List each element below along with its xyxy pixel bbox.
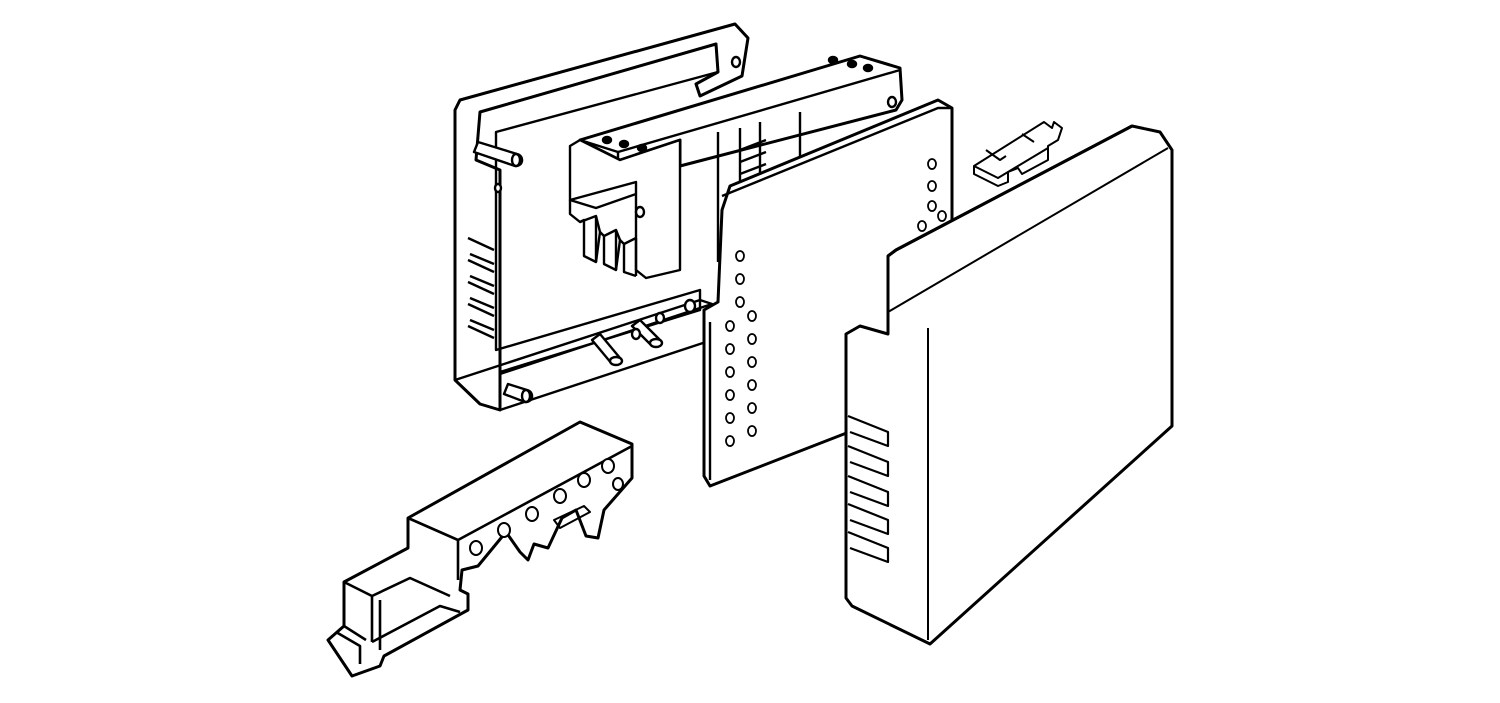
frame-pin bbox=[504, 384, 532, 402]
upper-terminal-block-part bbox=[570, 56, 902, 278]
frame-pin bbox=[474, 142, 522, 166]
bus-connector-part bbox=[974, 122, 1062, 186]
frame-part bbox=[455, 24, 748, 410]
terminal-screw-holes bbox=[469, 458, 624, 556]
lower-terminal-block-part bbox=[328, 422, 632, 676]
frame-pin bbox=[632, 320, 664, 349]
cover-vent-slots bbox=[848, 416, 888, 562]
frame-pin bbox=[592, 334, 624, 367]
cover-part bbox=[846, 126, 1172, 644]
pcb-holes bbox=[725, 158, 947, 447]
